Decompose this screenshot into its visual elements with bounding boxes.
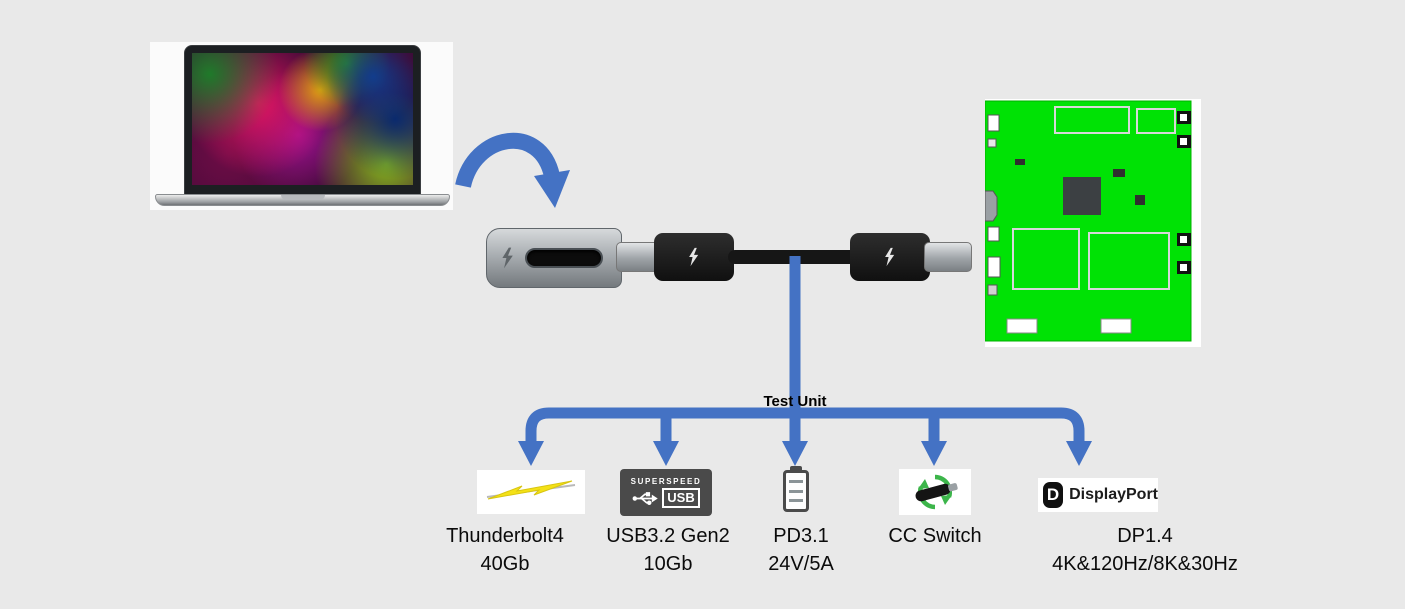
thunderbolt4-cable-image bbox=[616, 233, 972, 281]
displayport-d-badge: D bbox=[1043, 482, 1064, 508]
branch-label-line2: 10Gb bbox=[643, 553, 693, 575]
test-unit-label: Test Unit bbox=[763, 393, 827, 410]
flower-wallpaper-image bbox=[192, 53, 413, 185]
macbook-laptop-image bbox=[155, 45, 450, 208]
cable-connector-head-left bbox=[654, 233, 734, 281]
cc-switch-recycle-icon bbox=[899, 469, 971, 515]
superspeed-usb-logo-icon: SUPERSPEED USB bbox=[620, 469, 712, 516]
yellow-lightning-bolt bbox=[487, 480, 573, 500]
branch-label-usb32-gen2: USB3.2 Gen2 10Gb bbox=[578, 522, 758, 578]
green-pcb-image bbox=[985, 99, 1201, 347]
branch-label-line2: 24V/5A bbox=[768, 553, 834, 575]
pcb-board bbox=[985, 100, 1192, 342]
usb-text: USB bbox=[662, 488, 700, 508]
laptop-base bbox=[155, 194, 450, 206]
battery-body bbox=[783, 470, 809, 512]
branch-label-cc-switch: CC Switch bbox=[845, 522, 1025, 550]
thunderbolt-glyph-icon bbox=[689, 247, 699, 267]
usb-c-connector-silhouette bbox=[915, 483, 958, 502]
curved-arrowhead bbox=[534, 170, 570, 208]
thunderbolt-port-image bbox=[486, 228, 622, 288]
pcb-vga-connector bbox=[985, 190, 998, 222]
laptop-notch bbox=[280, 195, 325, 200]
battery-cap bbox=[790, 466, 802, 470]
thunderbolt-glyph-icon bbox=[885, 247, 895, 267]
branch-label-dp14: DP1.4 4K&120Hz/8K&30Hz bbox=[1015, 522, 1275, 578]
branch-label-line2: 40Gb bbox=[480, 553, 530, 575]
branch-label-line1: PD3.1 bbox=[773, 525, 829, 547]
branch-arrowhead bbox=[653, 441, 679, 466]
pcb-chip bbox=[1063, 177, 1101, 215]
branch-arrowhead bbox=[518, 441, 544, 466]
superspeed-text: SUPERSPEED bbox=[630, 477, 702, 486]
branch-label-line1: CC Switch bbox=[888, 525, 982, 547]
branch-label-pd31: PD3.1 24V/5A bbox=[711, 522, 891, 578]
branch-label-line1: USB3.2 Gen2 bbox=[606, 525, 730, 547]
branch-label-thunderbolt4: Thunderbolt4 40Gb bbox=[415, 522, 595, 578]
manifold-line bbox=[525, 407, 1085, 444]
battery-icon bbox=[781, 466, 811, 514]
usb-c-port-opening bbox=[525, 248, 603, 268]
displayport-logo-icon: D DisplayPort bbox=[1038, 478, 1158, 512]
cable-wire bbox=[728, 250, 858, 264]
thunderbolt-bolt-icon bbox=[477, 470, 585, 514]
usb-trident-icon bbox=[632, 491, 659, 505]
branch-label-line1: Thunderbolt4 bbox=[446, 525, 564, 547]
branch-arrowhead bbox=[1066, 441, 1092, 466]
displayport-wordmark: DisplayPort bbox=[1069, 486, 1158, 503]
cable-connector-tip-right bbox=[924, 242, 972, 272]
thunderbolt-glyph-icon bbox=[502, 247, 513, 269]
branch-label-line2: 4K&120Hz/8K&30Hz bbox=[1052, 553, 1238, 575]
cable-connector-head-right bbox=[850, 233, 930, 281]
branch-arrowhead bbox=[782, 441, 808, 466]
branch-label-line1: DP1.4 bbox=[1117, 525, 1173, 547]
curved-arrow-icon bbox=[455, 132, 560, 189]
laptop-screen bbox=[184, 45, 421, 195]
branch-arrowhead bbox=[921, 441, 947, 466]
